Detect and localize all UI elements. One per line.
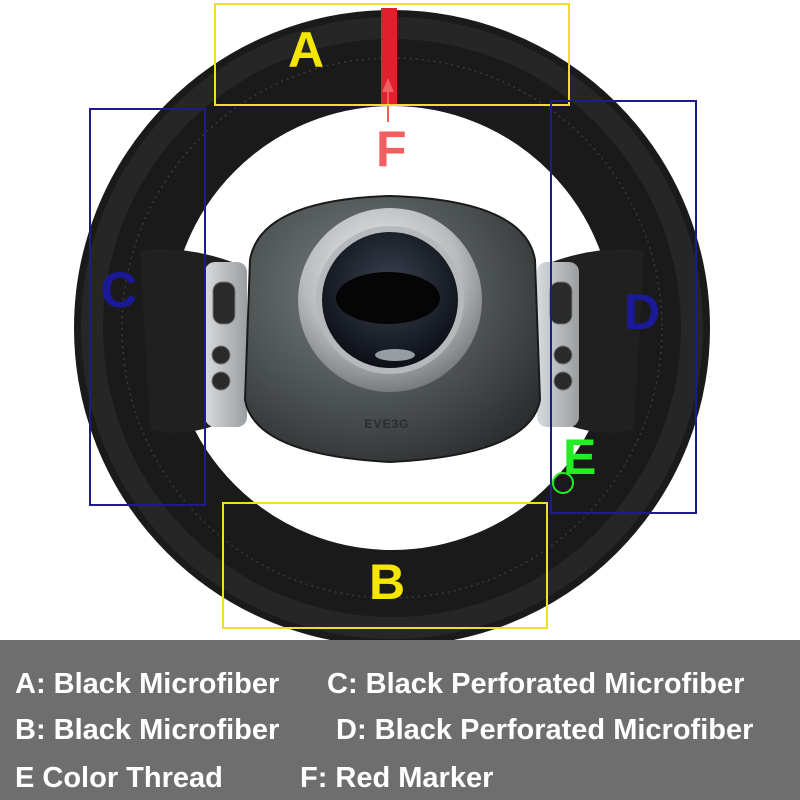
f-arrow-head: [382, 78, 394, 92]
zone-a-label: A: [288, 22, 325, 78]
legend-f: F: Red Marker: [300, 762, 494, 794]
legend-e: E Color Thread: [15, 762, 223, 794]
zone-c-box: [89, 108, 206, 506]
legend-d: D: Black Perforated Microfiber: [336, 714, 754, 746]
left-rocker-button: [212, 281, 236, 325]
hub-reflection: [375, 349, 415, 361]
steering-wheel-image: EVE3G: [74, 8, 710, 640]
zone-d-box: [550, 100, 697, 514]
logo-plate: [336, 272, 440, 324]
steering-wheel-photo: EVE3G A B C D E F: [74, 3, 710, 640]
zone-f-label: F: [376, 121, 407, 177]
hub-badge: EVE3G: [364, 417, 409, 431]
zone-b-label: B: [369, 554, 406, 610]
legend-a: A: Black Microfiber: [15, 668, 280, 700]
red-marker: [381, 8, 397, 104]
zone-c-label: C: [101, 262, 138, 318]
zone-d-label: D: [624, 284, 661, 340]
zone-a-box: [214, 3, 570, 106]
legend-b: B: Black Microfiber: [15, 714, 280, 746]
right-button-2: [553, 371, 573, 391]
res-button: [211, 345, 231, 365]
power-button: [211, 371, 231, 391]
right-button-1: [553, 345, 573, 365]
rim-stitching: [121, 57, 663, 599]
zone-b-box: [222, 502, 548, 629]
zone-e-label: E: [563, 429, 597, 485]
legend-c: C: Black Perforated Microfiber: [327, 668, 745, 700]
material-legend: A: Black Microfiber C: Black Perforated …: [0, 640, 800, 800]
thread-marker-circle: [552, 472, 574, 494]
